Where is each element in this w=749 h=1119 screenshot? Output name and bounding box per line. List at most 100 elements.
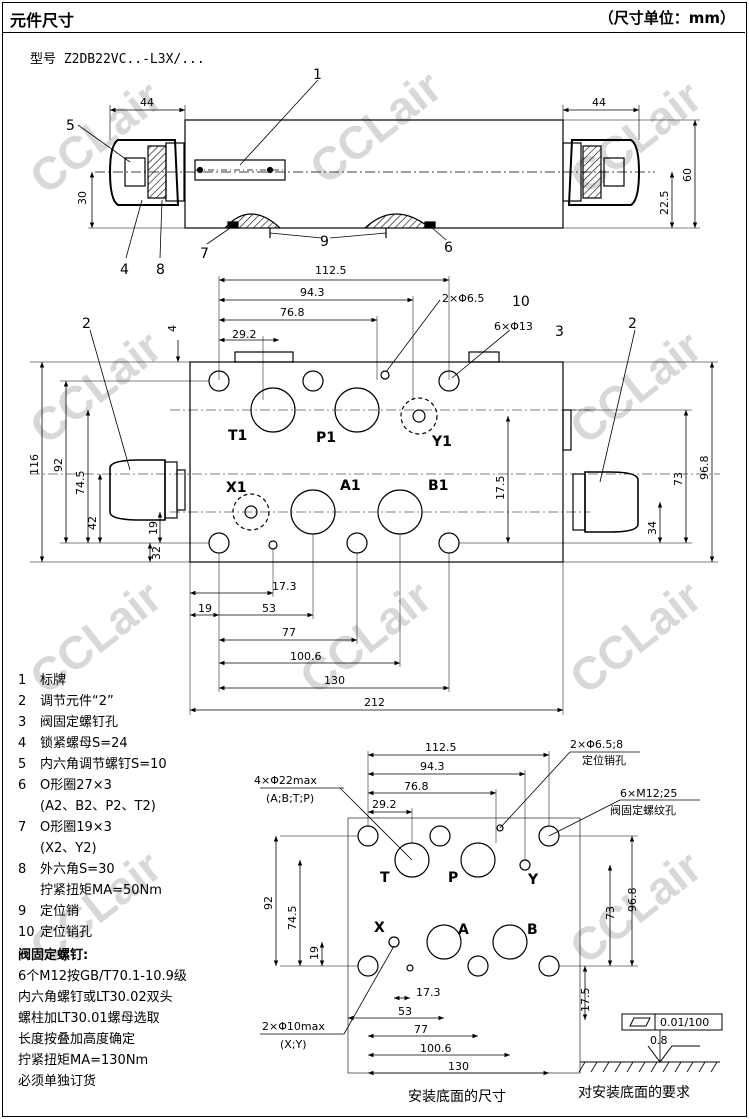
callout-8: 8: [156, 262, 165, 278]
fixing-screw-title: 阀固定螺钉:: [18, 948, 89, 963]
plan-view: [30, 276, 720, 715]
dim-212: 212: [364, 696, 385, 709]
mounting-view: [260, 751, 723, 1076]
m-dim-96-8: 96.8: [626, 888, 639, 913]
dim-17-3: 17.3: [272, 580, 297, 593]
fixing-screw-line: 必须单独订货: [18, 1074, 97, 1089]
dim-76-8: 76.8: [280, 306, 305, 319]
m-dim-92: 92: [262, 896, 275, 910]
dim-30: 30: [76, 191, 89, 205]
dim-4: 4: [166, 325, 179, 332]
mounting-caption: 安装底面的尺寸: [408, 1089, 506, 1105]
port-X1: X1: [226, 480, 247, 496]
dim-34: 34: [646, 521, 659, 535]
adjust-element-left: [108, 139, 180, 206]
callout-3: 3: [555, 324, 564, 340]
callout-1: 1: [313, 67, 322, 83]
m-dim-74-5: 74.5: [286, 906, 299, 931]
m-dim-76-8: 76.8: [404, 780, 429, 793]
fixing-screw-line: 长度按叠加高度确定: [18, 1032, 136, 1047]
note-screw: 6×Φ13: [494, 320, 533, 333]
callout-7: 7: [200, 246, 209, 262]
roughness-symbol: [647, 1045, 700, 1063]
legend-item: (A2、B2、P2、T2): [40, 799, 156, 814]
unit-note: （尺寸单位：mm）: [598, 9, 735, 27]
plan-view-dims: 112.5 94.3 76.8 29.2 17.3 19 53 77 100.6…: [28, 264, 711, 709]
fixing-screw-line: 螺柱加LT30.01螺母选取: [18, 1011, 160, 1026]
m-dim-130: 130: [448, 1060, 469, 1073]
dim-100-6: 100.6: [290, 650, 322, 663]
roughness-value: 0.8: [650, 1034, 668, 1047]
callout-5: 5: [66, 118, 75, 134]
dim-42: 42: [86, 516, 99, 530]
dim-74-5: 74.5: [74, 471, 87, 496]
note-thread: 6×M12;25: [620, 787, 677, 800]
header-bar: 元件尺寸 （尺寸单位：mm）: [2, 2, 745, 33]
m-dim-29-2: 29.2: [372, 798, 397, 811]
fixing-screw-line: 拧紧扭矩MA=130Nm: [18, 1053, 149, 1068]
dim-19-v: 19: [147, 521, 160, 535]
dim-29-2: 29.2: [232, 328, 257, 341]
port-B1: B1: [428, 478, 448, 494]
note-port-dia: 4×Φ22max: [254, 774, 317, 787]
mounting-view-labels: 4×Φ22max (A;B;T;P) 2×Φ6.5;8 定位销孔 6×M12;2…: [254, 738, 709, 1051]
flatness-value: 0.01/100: [660, 1016, 709, 1029]
port-T1: T1: [228, 428, 247, 444]
valve-body-plan: [189, 361, 564, 563]
top-view-dims: 44 44 30 60 22.5: [76, 96, 694, 215]
dim-116: 116: [28, 454, 41, 475]
dim-32: 32: [150, 546, 163, 560]
callout-6: 6: [444, 240, 453, 256]
m-dim-94-3: 94.3: [420, 760, 445, 773]
note-port-list: (A;B;T;P): [266, 792, 314, 805]
m-dim-73: 73: [604, 906, 617, 920]
port-X: X: [374, 920, 385, 936]
top-view-labels: 1 5 4 8 7 9 6: [66, 67, 453, 278]
port-T: T: [380, 870, 390, 886]
dim-19: 19: [198, 602, 212, 615]
page-title: 元件尺寸: [10, 11, 75, 30]
callout-2-right: 2: [628, 316, 637, 332]
port-P: P: [448, 870, 458, 886]
dim-73: 73: [672, 472, 685, 486]
legend-item: 拧紧扭矩MA=50Nm: [40, 883, 162, 898]
legend-item: (X2、Y2): [40, 841, 97, 856]
dim-96-8: 96.8: [698, 456, 711, 481]
note-xy-list: (X;Y): [280, 1038, 307, 1051]
m-dim-100-6: 100.6: [420, 1042, 452, 1055]
callout-10: 10: [512, 294, 530, 310]
note-xy-dia: 2×Φ10max: [262, 1020, 325, 1033]
m-dim-17-3: 17.3: [416, 986, 441, 999]
dim-53: 53: [262, 602, 276, 615]
plan-view-labels: 2 2 10 3 2×Φ6.5 6×Φ13 T1 P1 Y1 X1 A1 B1: [82, 292, 637, 496]
mounting-view-dims: 112.5 94.3 76.8 29.2 17.3 53 77 100.6 13…: [262, 741, 639, 1073]
callout-4: 4: [120, 262, 129, 278]
dim-44-right: 44: [592, 96, 606, 109]
port-Y1: Y1: [431, 434, 452, 450]
port-A1: A1: [340, 478, 361, 494]
port-P1: P1: [316, 430, 336, 446]
m-dim-77: 77: [414, 1023, 428, 1036]
dim-94-3: 94.3: [300, 286, 325, 299]
model-code: 型号 Z2DB22VC..-L3X/...: [30, 52, 205, 67]
dim-22-5: 22.5: [658, 191, 671, 216]
dim-44-left: 44: [140, 96, 154, 109]
adjust-element-right: [567, 139, 641, 206]
dim-112-5: 112.5: [315, 264, 347, 277]
m-dim-19: 19: [308, 946, 321, 960]
dim-77: 77: [282, 626, 296, 639]
port-Y: Y: [527, 872, 539, 888]
note-pin-hole-desc: 定位销孔: [582, 753, 626, 767]
dim-17-5: 17.5: [494, 476, 507, 501]
dim-60: 60: [681, 168, 694, 182]
